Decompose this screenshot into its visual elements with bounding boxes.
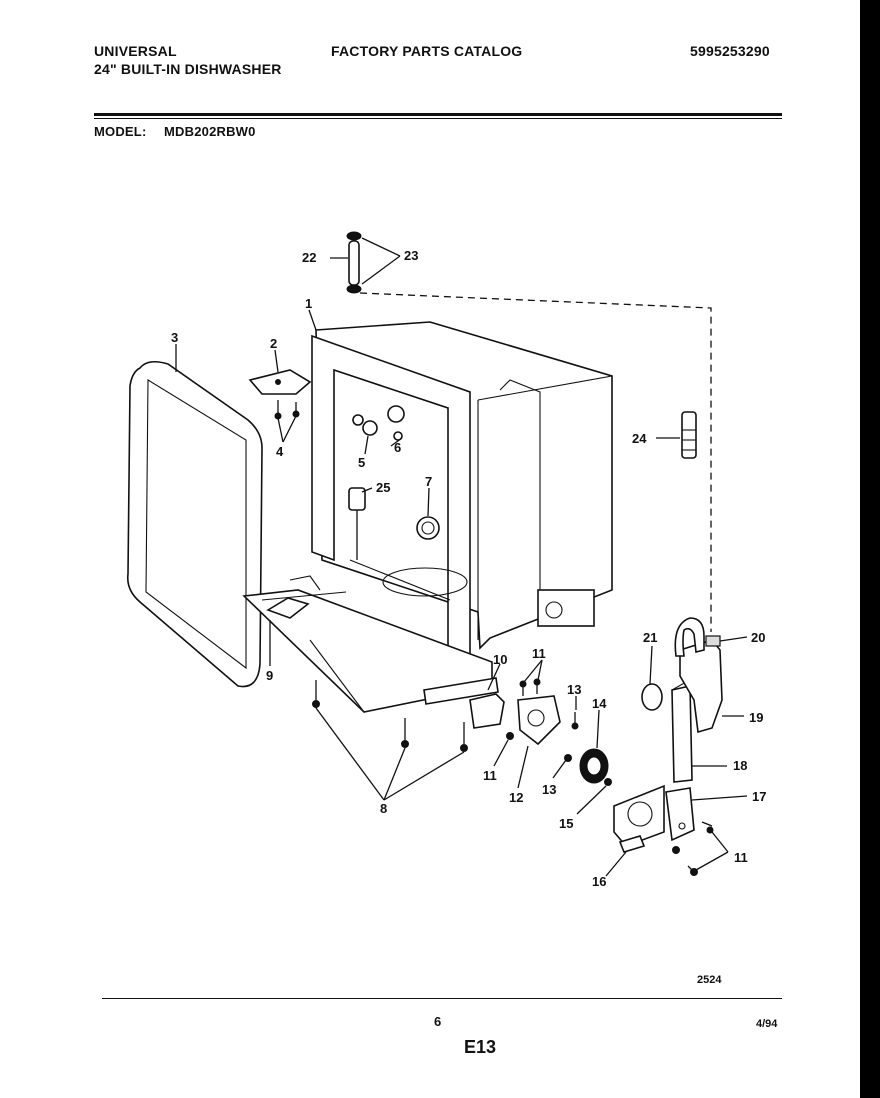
callout-8: 8 (380, 801, 387, 816)
float-part-25 (348, 487, 366, 560)
callout-24: 24 (632, 431, 647, 446)
catalog-number: 5995253290 (690, 43, 770, 59)
callout-21: 21 (643, 630, 657, 645)
callout-labels: 1 2 3 4 5 6 7 8 9 10 11 11 11 12 13 13 1… (171, 248, 766, 986)
brand-name: UNIVERSAL (94, 43, 177, 59)
callout-7: 7 (425, 474, 432, 489)
section-code: E13 (464, 1037, 497, 1057)
footer-rule (102, 998, 782, 999)
callout-13-a: 13 (567, 682, 581, 697)
callout-10: 10 (493, 652, 507, 667)
catalog-title: FACTORY PARTS CATALOG (331, 43, 523, 59)
callout-3: 3 (171, 330, 178, 345)
nozzle-part-5 (352, 414, 378, 436)
product-title: 24" BUILT-IN DISHWASHER (94, 61, 282, 77)
actuator-part-12 (469, 693, 561, 746)
gasket-part-15 (604, 778, 612, 786)
model-label: MODEL: (94, 124, 147, 139)
screws-part-13 (564, 712, 579, 762)
door-gasket-part-3 (126, 360, 263, 688)
duct-part-18 (671, 681, 693, 783)
callout-9: 9 (266, 668, 273, 683)
ring-part-21 (641, 683, 663, 711)
catalog-sheet: UNIVERSAL 24" BUILT-IN DISHWASHER FACTOR… (0, 0, 860, 1098)
header-rule-thin (94, 118, 782, 119)
vent-part-7 (416, 516, 440, 540)
screws-part-11-lower (672, 821, 714, 876)
heater-part-24 (681, 411, 697, 459)
callout-5: 5 (358, 455, 365, 470)
callout-22: 22 (302, 250, 316, 265)
exploded-parts-diagram: 1 2 3 4 5 6 7 8 9 10 11 11 11 12 13 13 1… (126, 231, 766, 986)
callout-12: 12 (509, 790, 523, 805)
header-rule-thick (94, 113, 782, 116)
door-strip-part-10 (423, 677, 499, 705)
leader-lines (175, 237, 748, 877)
callout-19: 19 (749, 710, 763, 725)
callout-11-b: 11 (483, 768, 497, 783)
callout-11-a: 11 (532, 646, 546, 661)
dispenser-cap-part-14 (579, 748, 609, 784)
drawing-number: 2524 (697, 974, 722, 986)
callout-20: 20 (751, 630, 765, 645)
callout-23: 23 (404, 248, 418, 263)
hose-part-22 (346, 231, 362, 294)
callout-1: 1 (305, 296, 312, 311)
callout-4: 4 (276, 444, 284, 459)
tub-part-1 (311, 321, 613, 670)
callout-17: 17 (752, 789, 766, 804)
callout-14: 14 (592, 696, 607, 711)
screws-part-8 (312, 680, 468, 752)
door-panel-part-9 (242, 575, 493, 713)
callout-2: 2 (270, 336, 277, 351)
callout-18: 18 (733, 758, 747, 773)
callout-6: 6 (394, 440, 401, 455)
page-number: 6 (434, 1014, 442, 1029)
callout-15: 15 (559, 816, 573, 831)
print-date: 4/94 (756, 1018, 778, 1030)
callout-13-b: 13 (542, 782, 556, 797)
screw-part-6 (387, 405, 405, 441)
callout-11-c: 11 (734, 850, 748, 865)
model-number: MDB202RBW0 (164, 124, 256, 139)
dispenser-bracket-part-16 (613, 784, 665, 853)
bracket-part-17 (665, 787, 695, 842)
hose-route-dashed-line (359, 292, 712, 632)
callout-25: 25 (376, 480, 390, 495)
hinge-bracket-part-2 (248, 369, 312, 395)
callout-16: 16 (592, 874, 606, 889)
screws-part-11-upper (506, 678, 541, 740)
blower-part-19 (674, 617, 723, 734)
